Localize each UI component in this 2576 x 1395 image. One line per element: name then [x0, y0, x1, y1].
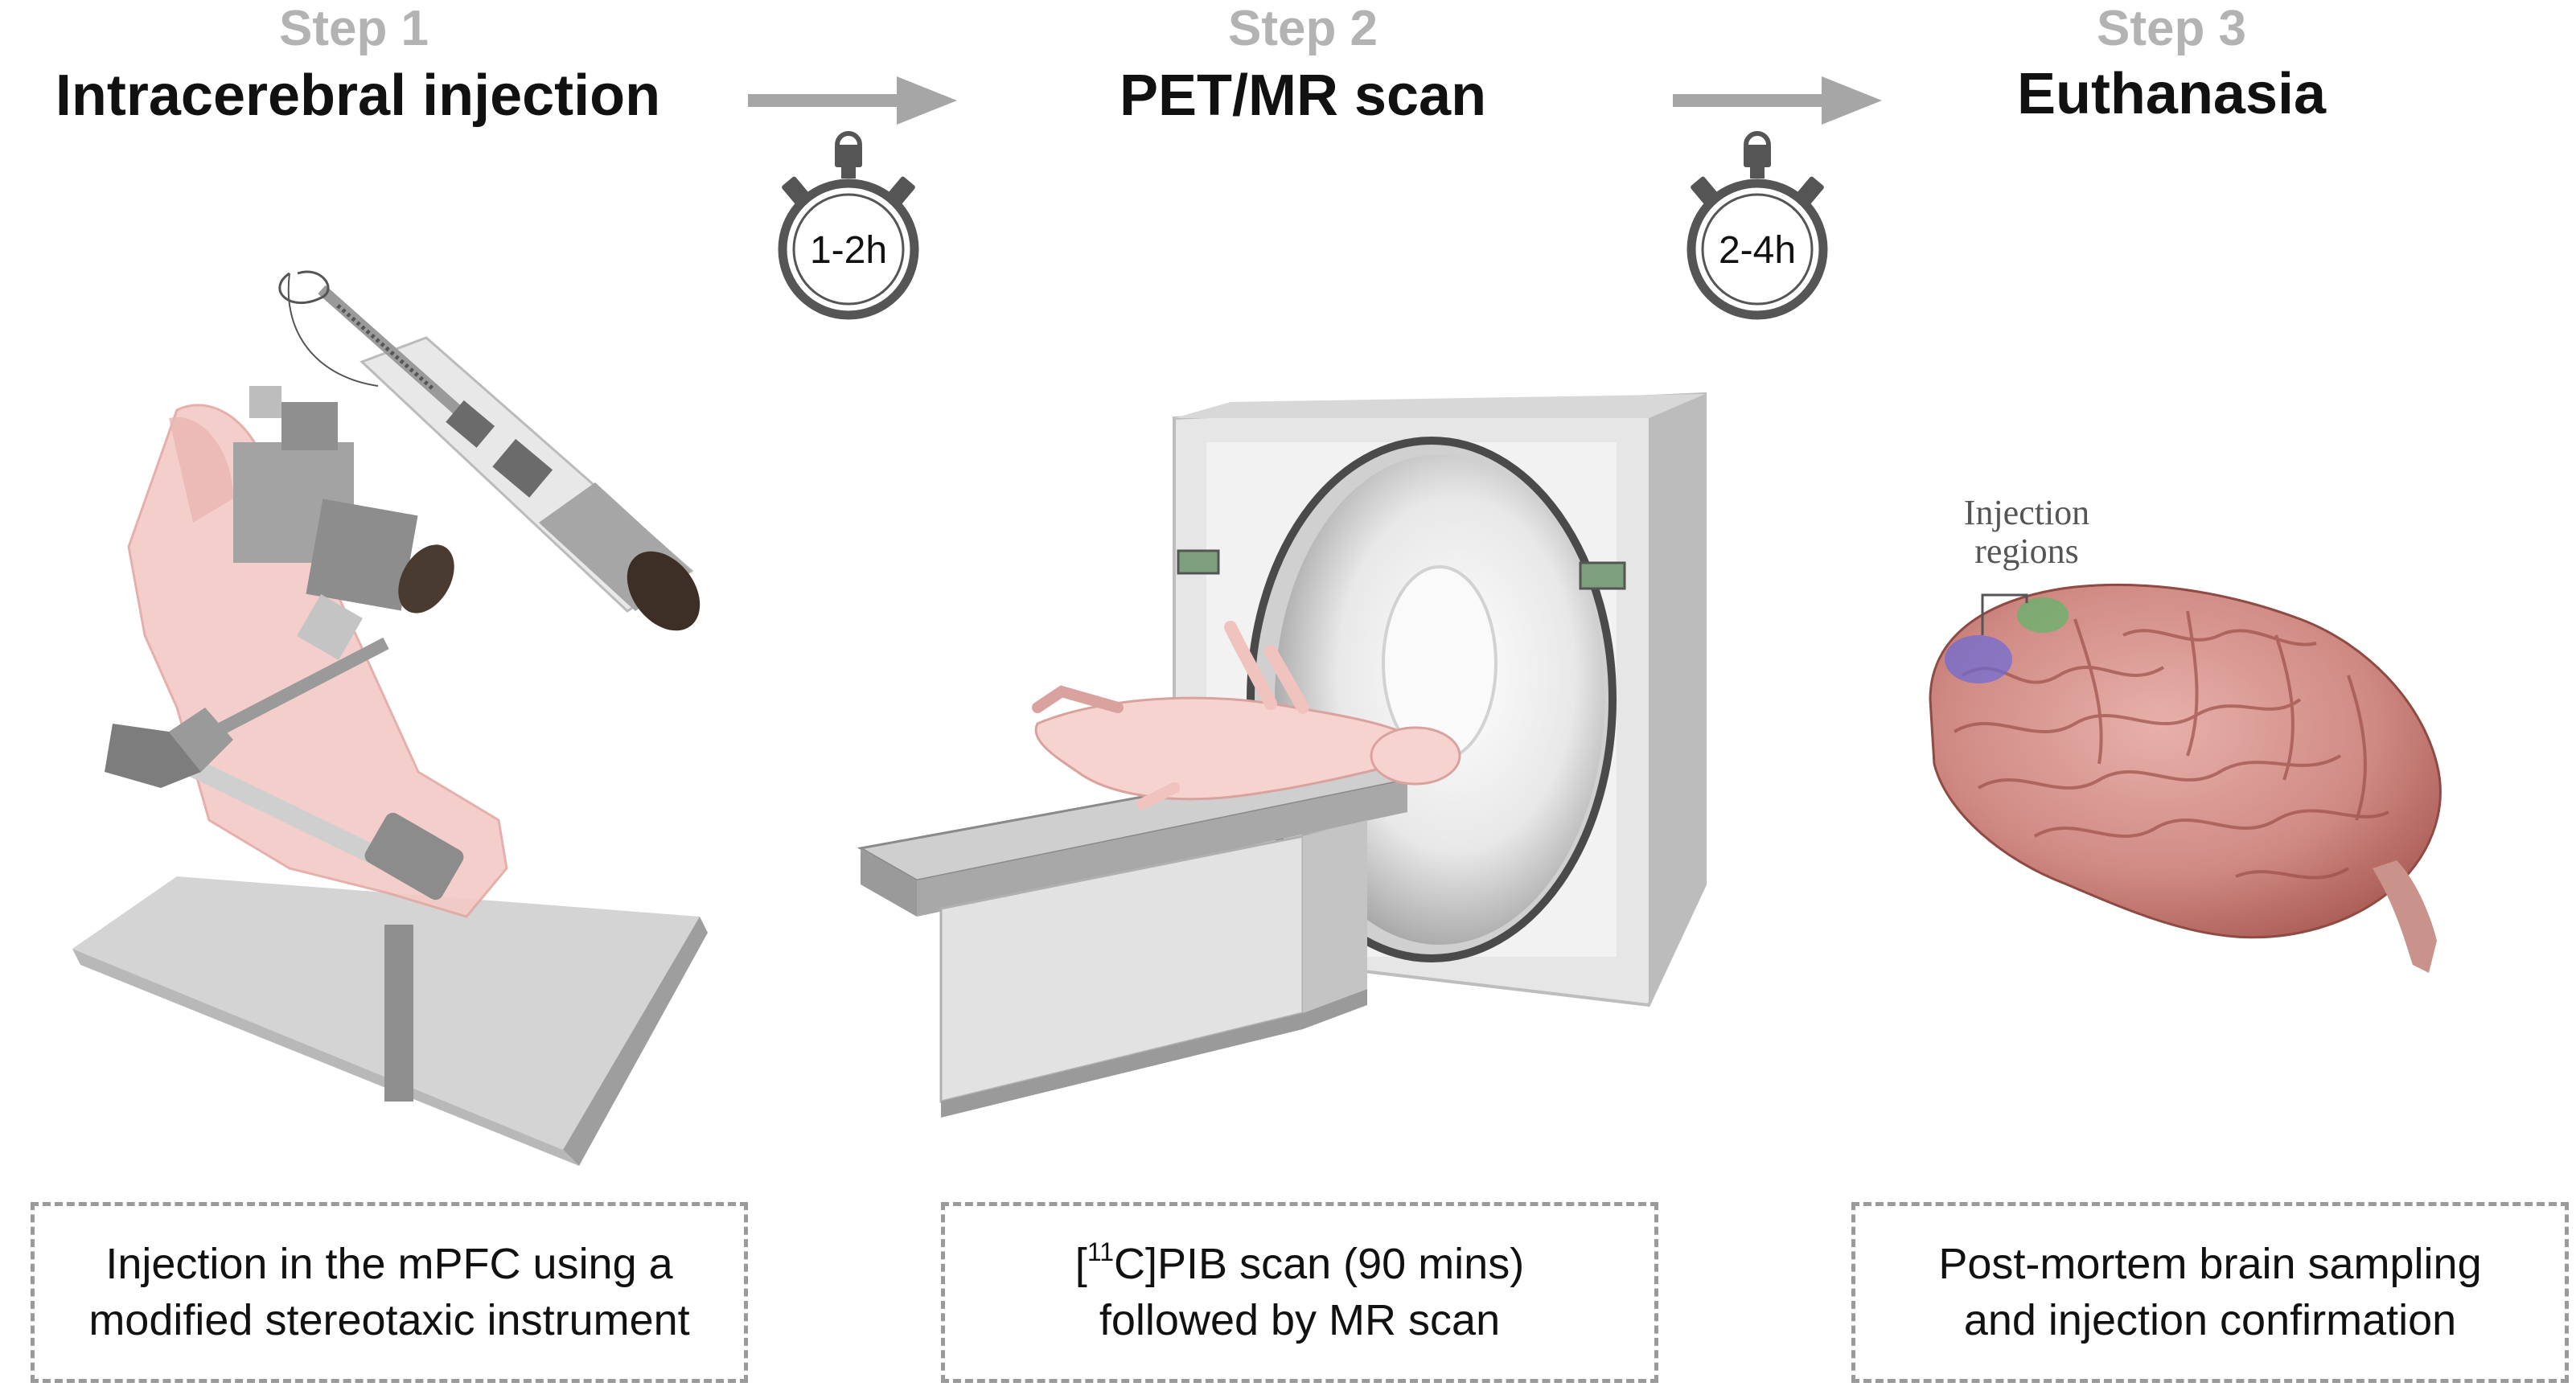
step-2-caption-line-2: followed by MR scan [1099, 1295, 1501, 1344]
step-1-caption-line-1: Injection in the mPFC using a [105, 1240, 673, 1289]
step-3-label: Step 3 [2096, 1, 2247, 56]
step-3-caption: Post-mortem brain sampling and injection… [1851, 1202, 2569, 1383]
stereotaxic-instrument-illustration [72, 270, 708, 1166]
injection-regions-annotation: Injection regions [1964, 493, 2089, 571]
step-2-label: Step 2 [1227, 1, 1378, 56]
step-3-caption-line-2: and injection confirmation [1963, 1295, 2457, 1344]
step-3-caption-line-1: Post-mortem brain sampling [1938, 1240, 2482, 1289]
step-1-caption-line-2: modified stereotaxic instrument [88, 1295, 690, 1344]
pet-mr-scanner-illustration [857, 392, 1707, 1118]
annotation-line-1: Injection [1964, 493, 2089, 532]
timer-1: 1-2h [772, 129, 925, 322]
pig-brain-illustration [1929, 583, 2442, 973]
step-2-caption: [11C]PIB scan (90 mins) followed by MR s… [941, 1202, 1658, 1383]
timer-2: 2-4h [1681, 129, 1834, 322]
step-1-label: Step 1 [278, 1, 429, 56]
step-2-title: PET/MR scan [1119, 64, 1487, 128]
step-2-caption-line-1: [11C]PIB scan (90 mins) [1074, 1237, 1525, 1289]
arrow-right-icon [748, 76, 957, 125]
step-1-title: Intracerebral injection [55, 64, 661, 128]
stopwatch-icon: 1-2h [778, 131, 919, 320]
timer-1-label: 1-2h [810, 229, 887, 272]
annotation-line-2: regions [1974, 531, 2079, 571]
timer-2-label: 2-4h [1719, 229, 1796, 272]
step-1-caption: Injection in the mPFC using a modified s… [31, 1202, 748, 1383]
step-3-title: Euthanasia [2016, 62, 2327, 126]
stopwatch-icon: 2-4h [1687, 131, 1828, 320]
arrow-right-icon [1673, 76, 1882, 125]
